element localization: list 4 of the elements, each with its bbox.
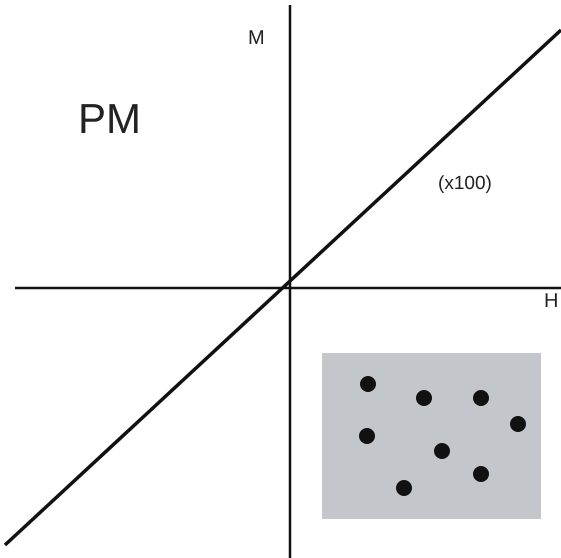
- axis-label: H: [544, 291, 558, 311]
- axis-label: M: [248, 28, 265, 48]
- material-label: PM: [78, 98, 141, 140]
- scale-label: (x100): [438, 174, 492, 193]
